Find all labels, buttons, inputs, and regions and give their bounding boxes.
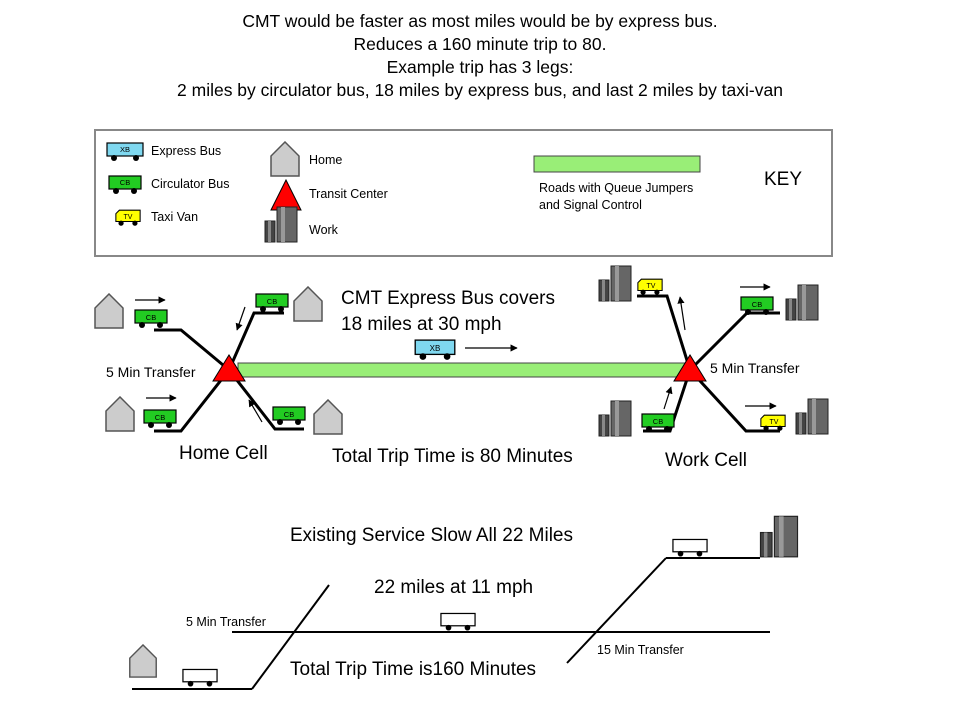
existing-total-time: Total Trip Time is160 Minutes (290, 659, 536, 680)
taxi-van-icon: TV (637, 278, 663, 296)
express-bus-icon: XB (106, 142, 144, 162)
existing-right-transfer: 15 Min Transfer (597, 643, 684, 657)
bus-badge: CB (155, 413, 165, 422)
existing-ramp-work (566, 557, 667, 664)
key-roads-line2: and Signal Control (539, 198, 642, 212)
home-branch-lower-right (227, 369, 304, 431)
work-building-icon (759, 515, 799, 558)
circulator-bus-icon: CB (272, 406, 306, 426)
header-line-2: Reduces a 160 minute trip to 80. (353, 34, 607, 54)
work-branch-lower-right (688, 368, 780, 433)
local-bus-icon (182, 668, 218, 688)
cmt-headline-line1: CMT Express Bus covers (341, 288, 555, 309)
work-branch-lower-left (643, 369, 692, 433)
direction-arrow-icon (663, 386, 673, 410)
existing-ramp-up (251, 584, 330, 690)
key-work-label: Work (309, 223, 339, 237)
circulator-bus-icon: CB (143, 409, 177, 429)
home-icon (105, 396, 135, 432)
key-express-bus-label: Express Bus (151, 144, 221, 158)
home-branch-upper-right (227, 311, 284, 371)
key-legend: XB Express Bus CB Circulator Bus TV Taxi… (94, 129, 833, 257)
work-transfer-label: 5 Min Transfer (710, 360, 800, 376)
work-building-icon (598, 265, 632, 302)
work-building-icon (795, 398, 829, 435)
key-roads-line1: Roads with Queue Jumpers (539, 181, 693, 195)
home-icon (313, 399, 343, 435)
local-bus-icon (440, 612, 476, 632)
circulator-bus-icon: CB (108, 175, 142, 195)
existing-left-transfer: 5 Min Transfer (186, 615, 266, 629)
cmt-total-time: Total Trip Time is 80 Minutes (332, 446, 573, 467)
key-circulator-bus-label: Circulator Bus (151, 177, 230, 191)
van-badge: TV (770, 419, 779, 426)
home-icon (129, 644, 157, 678)
header-line-3: Example trip has 3 legs: (386, 57, 574, 77)
circulator-bus-icon: CB (255, 293, 289, 313)
work-branch-upper-left (637, 294, 692, 371)
slide-header: CMT would be faster as most miles would … (0, 10, 960, 102)
circulator-bus-icon: CB (134, 309, 168, 329)
taxi-van-icon: TV (115, 209, 141, 227)
taxi-van-icon-label: TV (124, 214, 133, 221)
bus-badge: CB (752, 300, 762, 309)
local-bus-icon (672, 538, 708, 558)
home-icon (94, 293, 124, 329)
key-home-label: Home (309, 153, 342, 167)
home-transit-center-icon (212, 354, 246, 382)
key-transit-center-label: Transit Center (309, 187, 388, 201)
key-taxi-van-label: Taxi Van (151, 210, 198, 224)
circulator-bus-icon: CB (641, 413, 675, 433)
key-box (94, 129, 833, 257)
cmt-diagram: CB CB CB CB XB TV (94, 265, 829, 471)
bus-badge: CB (653, 417, 663, 426)
header-line-4: 2 miles by circulator bus, 18 miles by e… (177, 80, 783, 100)
work-transit-center-icon (673, 354, 707, 382)
express-road (237, 362, 687, 378)
circulator-bus-icon-label: CB (120, 178, 130, 187)
home-branch-upper-left (154, 328, 230, 372)
home-transfer-label: 5 Min Transfer (106, 364, 196, 380)
home-cell-label: Home Cell (179, 443, 268, 464)
direction-arrow-icon (677, 296, 686, 331)
taxi-van-icon: TV (760, 414, 786, 432)
existing-headline: Existing Service Slow All 22 Miles (290, 525, 573, 546)
bus-badge: XB (430, 344, 441, 353)
direction-arrow-icon (235, 306, 246, 331)
key-title: KEY (764, 169, 802, 190)
work-building-icon (785, 284, 819, 321)
bus-badge: CB (146, 313, 156, 322)
existing-service-diagram: Existing Service Slow All 22 Miles 22 mi… (129, 515, 799, 690)
road-swatch-icon (533, 155, 701, 173)
work-building-icon (598, 400, 632, 437)
direction-arrow-icon (248, 399, 263, 423)
express-bus-icon-label: XB (120, 145, 130, 154)
cmt-headline-line2: 18 miles at 30 mph (341, 314, 502, 335)
circulator-bus-icon: CB (740, 296, 774, 316)
bus-badge: CB (267, 297, 277, 306)
home-branch-lower-left (154, 369, 231, 433)
home-icon (293, 286, 323, 322)
header-line-1: CMT would be faster as most miles would … (242, 11, 718, 31)
bus-badge: CB (284, 410, 294, 419)
van-badge: TV (647, 283, 656, 290)
express-bus-icon: XB (414, 339, 456, 361)
work-cell-label: Work Cell (665, 450, 747, 471)
existing-speed: 22 miles at 11 mph (374, 577, 533, 598)
